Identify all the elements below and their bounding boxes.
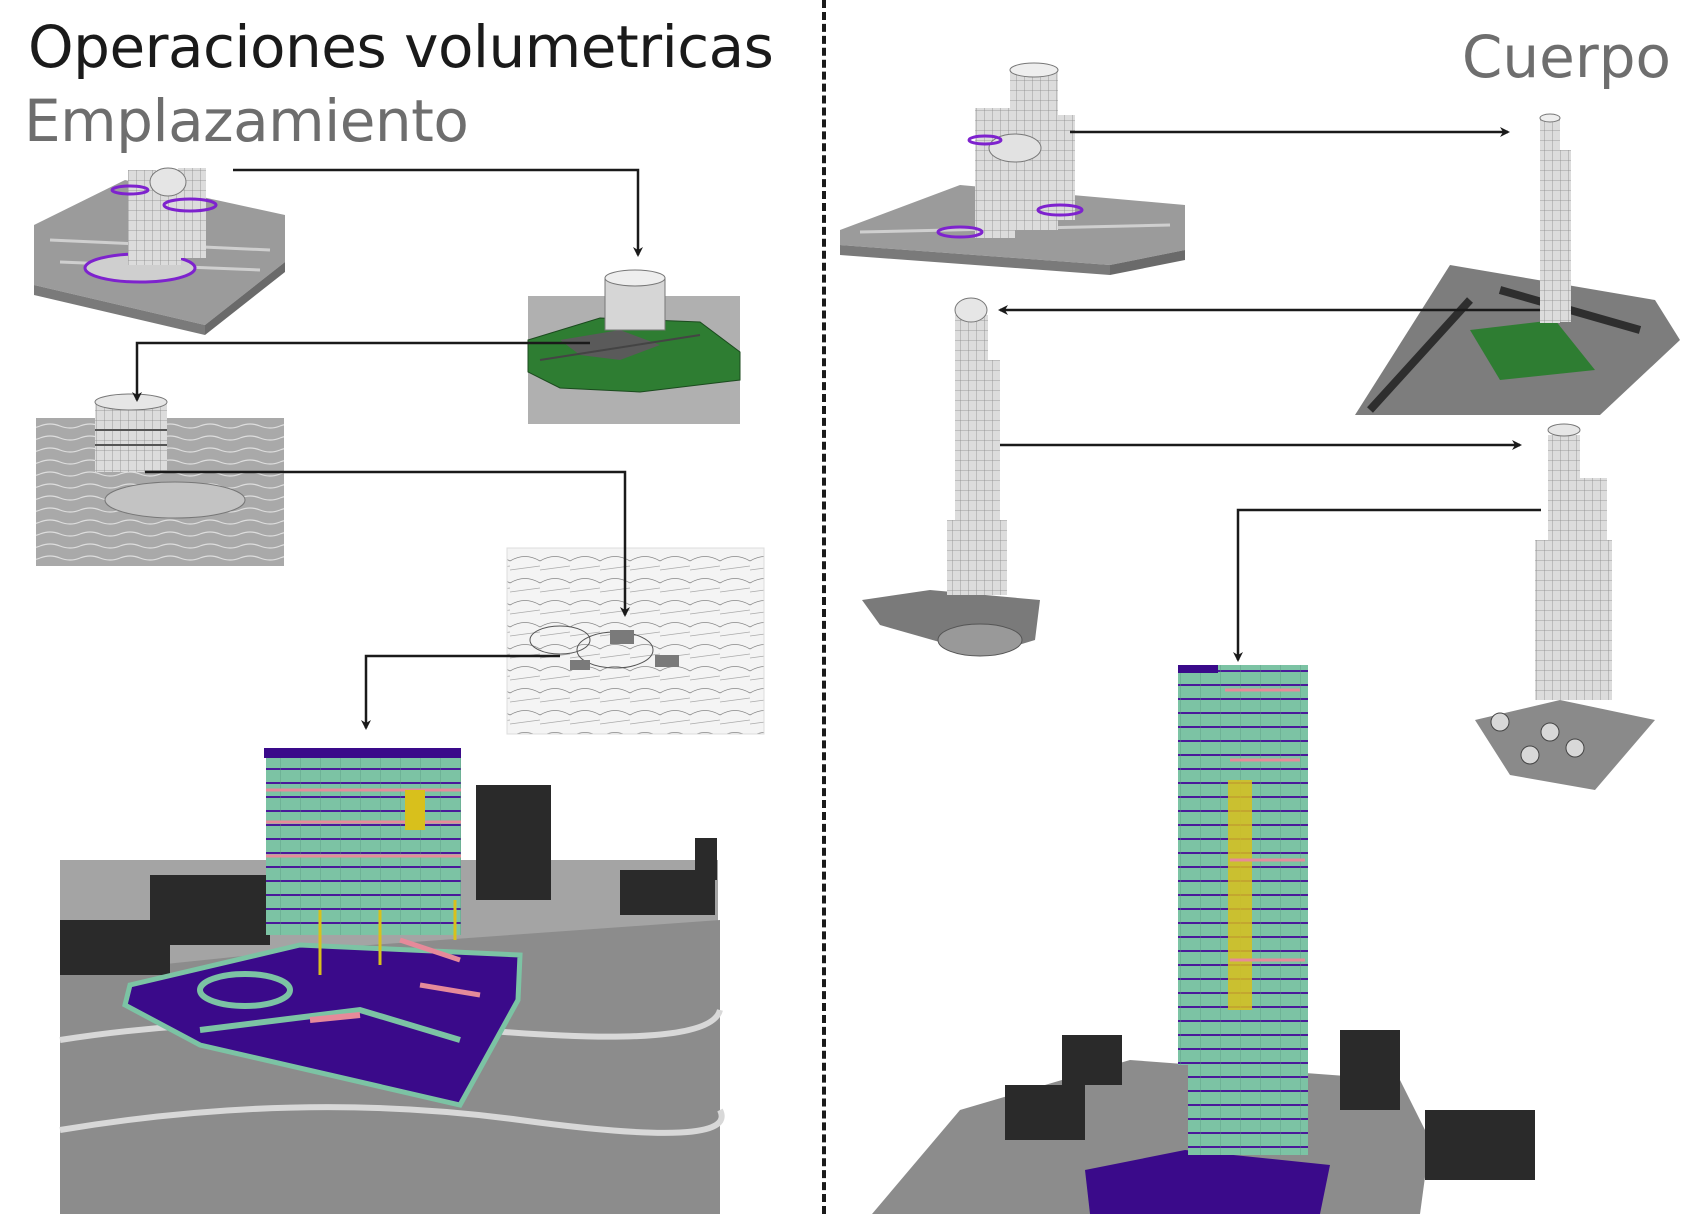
arrow-vegetation-to-topography xyxy=(132,341,590,402)
arrow-topography-to-wireframe xyxy=(145,470,630,617)
site-massing-model-1 xyxy=(34,167,285,335)
site-massing-model-2 xyxy=(840,62,1185,275)
tower-site-model xyxy=(1475,423,1655,790)
section-label-cuerpo: Cuerpo xyxy=(1461,23,1671,91)
arrows xyxy=(132,127,1541,730)
tower-podium-model xyxy=(862,297,1040,657)
arrow-wireframe-to-render xyxy=(361,654,560,730)
site-wireframe-plan xyxy=(506,547,765,735)
arrow-site-tower-to-render xyxy=(1233,508,1541,662)
tower-detail-render xyxy=(872,665,1535,1214)
building-detail-render xyxy=(59,748,725,1214)
site-vegetation-model xyxy=(527,269,741,424)
section-divider xyxy=(822,0,826,1214)
section-label-emplazamiento: Emplazamiento xyxy=(24,87,469,155)
tower-on-terrain-model xyxy=(1355,113,1680,415)
topography-model xyxy=(36,393,284,566)
arrow-massing-to-vegetation xyxy=(233,168,643,257)
diagram-title: Operaciones volumetricas xyxy=(28,13,774,81)
